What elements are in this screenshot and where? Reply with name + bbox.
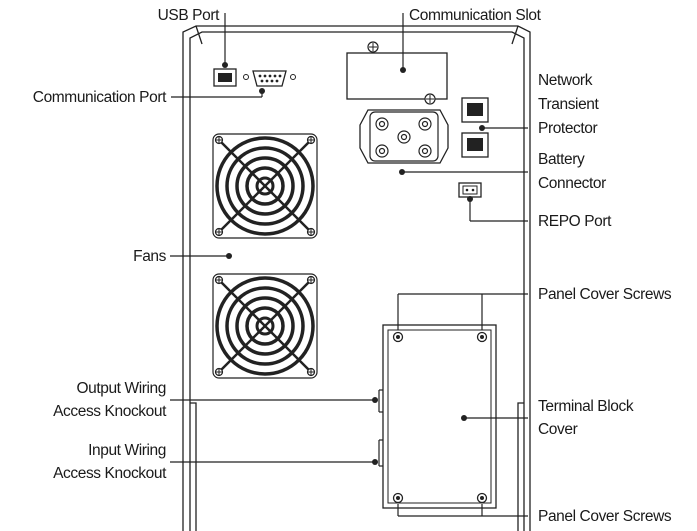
network-transient-protector: [461, 97, 489, 158]
battery-connector-label-line2: Connector: [538, 175, 606, 192]
communication-port: [243, 70, 296, 87]
output-wiring-label-line2: Access Knockout: [53, 403, 167, 420]
panel-cover-screw: [392, 331, 404, 343]
fan-upper: [211, 132, 319, 240]
input-wiring-label-line1: Input Wiring: [88, 442, 166, 459]
panel-cover-screws-top-label: Panel Cover Screws: [538, 286, 672, 303]
battery-connector: [359, 109, 449, 164]
communication-port-label: Communication Port: [33, 89, 167, 106]
fans-label: Fans: [133, 248, 167, 265]
battery-connector-label-line1: Battery: [538, 151, 585, 168]
repo-port-label: REPO Port: [538, 213, 612, 230]
output-wiring-label-line1: Output Wiring: [76, 380, 166, 397]
input-wiring-label-line2: Access Knockout: [53, 465, 167, 482]
panel-cover-screws-bottom-label: Panel Cover Screws: [538, 508, 672, 525]
callout-labels: USB Port Communication Slot Communicatio…: [33, 7, 672, 525]
terminal-block-cover: [378, 324, 497, 509]
network-label-line1: Network: [538, 72, 593, 89]
usb-port-label: USB Port: [158, 7, 220, 24]
terminal-block-label-line2: Cover: [538, 421, 578, 438]
usb-port: [213, 68, 237, 87]
panel-cover-screw: [476, 492, 488, 504]
panel-cover-screw: [476, 331, 488, 343]
repo-port: [458, 182, 482, 198]
communication-slot: [346, 41, 448, 105]
network-label-line2: Transient: [538, 96, 600, 113]
fan-lower: [211, 272, 319, 380]
terminal-block-label-line1: Terminal Block: [538, 398, 634, 415]
communication-slot-label: Communication Slot: [409, 7, 542, 24]
leader-lines: [170, 13, 528, 517]
network-label-line3: Protector: [538, 120, 598, 137]
ups-cabinet: [182, 25, 531, 531]
panel-cover-screw: [392, 492, 404, 504]
